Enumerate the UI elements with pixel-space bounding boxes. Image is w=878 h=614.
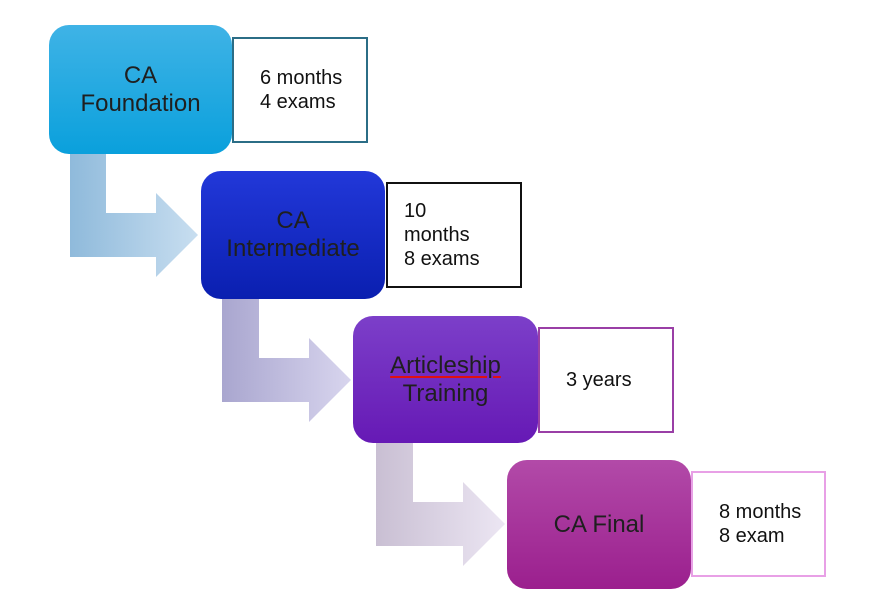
step-title-line1: CA (123, 61, 158, 89)
duration-exams-text: 6 months 4 exams (260, 67, 343, 113)
connector-arrow-3 (376, 443, 505, 566)
duration-exams-text: 8 months 8 exam (719, 501, 802, 547)
info-ca-foundation: 6 months 4 exams (232, 37, 368, 143)
connector-arrow-2 (222, 299, 351, 422)
step-title-line1: CA Final (553, 510, 645, 538)
step-articleship-training: Articleship Training (353, 316, 538, 443)
duration-text: 3 years (566, 369, 632, 391)
step-ca-intermediate: CA Intermediate (201, 171, 385, 299)
duration-exams-text: 10 months 8 exams (404, 200, 480, 270)
step-title-line2: Foundation (80, 89, 201, 117)
step-ca-foundation: CA Foundation (49, 25, 232, 154)
step-title-line2: Training (402, 379, 489, 407)
info-ca-intermediate: 10 months 8 exams (386, 182, 522, 288)
info-articleship-training: 3 years (538, 327, 674, 433)
connector-arrow-1 (70, 154, 198, 277)
step-title-line1: Articleship (390, 351, 501, 379)
step-ca-final: CA Final (507, 460, 691, 589)
step-title-line2: Intermediate (226, 235, 360, 262)
info-ca-final: 8 months 8 exam (691, 471, 826, 577)
step-title-line1: CA (276, 207, 310, 234)
